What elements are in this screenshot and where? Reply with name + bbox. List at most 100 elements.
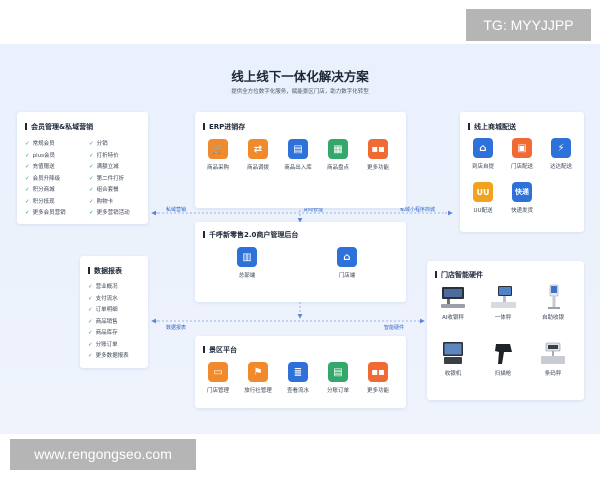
list-item-label: 组合套餐 — [96, 187, 119, 193]
report-card-title: 数据报表 — [88, 266, 122, 276]
hardware-label: AI收银秤 — [442, 315, 464, 321]
list-item-label: 购物卡 — [96, 198, 114, 205]
transfer-icon: ⇄ — [248, 139, 268, 159]
hardware-device[interactable]: 一体秤 — [482, 284, 524, 321]
list-item: ✓会员升降级 — [25, 174, 60, 182]
list-item-label: 支付流水 — [95, 295, 118, 302]
list-item-label: 分账订单 — [95, 341, 118, 348]
self-checkout-icon — [538, 284, 568, 310]
scenic-platform-card: 景区平台 ▭门店管理⚑旅行社管理≣查看流水▤分账订单▪▪更多功能 — [195, 336, 406, 408]
tile-more[interactable]: ▪▪ 更多功能 — [358, 139, 398, 171]
list-item: ✓购物卡 — [89, 197, 113, 205]
tile-label: 旅行社管理 — [244, 388, 272, 394]
list-item: ✓分销 — [89, 139, 108, 147]
hardware-device[interactable]: 收银机 — [432, 340, 474, 377]
pos-scale-icon — [488, 284, 518, 310]
tile-order[interactable]: ▤分账订单 — [318, 362, 358, 394]
tile-label: 更多功能 — [366, 165, 389, 171]
list-item-label: 会员升降级 — [32, 175, 61, 182]
inventory-icon: ▦ — [328, 139, 348, 159]
list-item: ✓积分商城 — [25, 185, 55, 193]
check-icon: ✓ — [88, 318, 93, 325]
list-item: ✓常规会员 — [25, 139, 55, 147]
tile-label: 商品采购 — [206, 165, 229, 171]
check-icon: ✓ — [88, 295, 93, 302]
check-icon: ✓ — [25, 141, 30, 147]
tile-warehouse[interactable]: ▤商品出入库 — [278, 139, 318, 171]
list-item-label: 更多营销活动 — [96, 210, 130, 216]
list-item: ✓组合套餐 — [89, 185, 119, 193]
list-item: ✓plus会员 — [25, 151, 55, 159]
tile-label: 达达配送 — [549, 164, 572, 170]
ai-scale-icon — [438, 284, 468, 310]
tile-transfer[interactable]: ⇄ 商品调拨 — [238, 139, 278, 171]
hardware-device[interactable]: 扫描枪 — [482, 340, 524, 377]
data-report-card: 数据报表 ✓营业概况✓支付流水✓订单明细✓商品销售✓商品库存✓分账订单✓更多数据… — [80, 256, 148, 368]
smart-hardware-card: 门店智能硬件 AI收银秤一体秤自助收银收银机扫描枪条码秤 — [427, 261, 584, 400]
list-item: ✓订单明细 — [88, 305, 118, 313]
tile-inventory[interactable]: ▦商品盘点 — [318, 139, 358, 171]
cash-register-icon — [438, 340, 468, 366]
list-item-label: 常规会员 — [32, 141, 55, 147]
tile-label: 商品调拨 — [246, 165, 269, 171]
tile-store-pickup[interactable]: ⌂到店自提 — [463, 138, 503, 170]
hardware-device[interactable]: 条码秤 — [532, 340, 574, 377]
more-icon: ▪▪ — [368, 362, 388, 382]
tile-label: 门店管理 — [206, 388, 229, 394]
tile-delivery-box[interactable]: ▣门店配送 — [502, 138, 542, 170]
check-icon: ✓ — [89, 175, 94, 182]
tile-label: 快递发货 — [510, 208, 533, 214]
hq-icon: ▥ — [237, 247, 257, 267]
check-icon: ✓ — [89, 210, 94, 216]
list-item: ✓第二件打折 — [89, 174, 124, 182]
erp-card: ERP进销存 🛒商品采购⇄商品调拨▤商品出入库▦商品盘点▪▪更多功能 — [195, 112, 406, 208]
tile-hq[interactable]: ▥ 总部端 — [227, 247, 267, 279]
list-item-label: 分销 — [96, 141, 108, 147]
tile-cart[interactable]: 🛒商品采购 — [198, 139, 238, 171]
express-icon: 快递 — [512, 182, 532, 202]
check-icon: ✓ — [25, 198, 30, 205]
list-item: ✓营业概况 — [88, 282, 118, 290]
list-item-label: 订单明细 — [95, 307, 118, 313]
tile-document[interactable]: ≣查看流水 — [278, 362, 318, 394]
hardware-label: 自助收银 — [541, 315, 564, 321]
delivery-box-icon: ▣ — [512, 138, 532, 158]
tile-express[interactable]: 快递快递发货 — [502, 182, 542, 214]
tile-label: 更多功能 — [366, 388, 389, 394]
dada-icon: ⚡ — [551, 138, 571, 158]
link-label-goods-manage: 货闻管理 — [303, 207, 324, 213]
check-icon: ✓ — [89, 141, 94, 147]
list-item: ✓商品销售 — [88, 317, 118, 325]
tile-more[interactable]: ▪▪ 更多功能 — [358, 362, 398, 394]
warehouse-icon: ▤ — [288, 139, 308, 159]
center-admin-card: 千呼新零售2.0商户管理后台 ▥总部端⌂门店端 — [195, 222, 406, 302]
list-item: ✓打折特价 — [89, 151, 119, 159]
list-item-label: 更多数据报表 — [95, 353, 129, 359]
tile-label: UU配送 — [473, 208, 493, 214]
tile-shop-manage[interactable]: ▭门店管理 — [198, 362, 238, 394]
check-icon: ✓ — [25, 152, 30, 159]
list-item: ✓充值赠送 — [25, 162, 55, 170]
list-item-label: 积分抵现 — [32, 198, 55, 205]
tile-store[interactable]: ⌂门店端 — [327, 247, 367, 279]
member-card-title: 会员管理&私域营销 — [25, 122, 93, 132]
check-icon: ✓ — [89, 152, 94, 159]
tile-dada[interactable]: ⚡ 达达配送 — [541, 138, 581, 170]
tile-label: 总部端 — [238, 273, 256, 279]
hardware-device[interactable]: 自助收银 — [532, 284, 574, 321]
check-icon: ✓ — [25, 175, 30, 182]
check-icon: ✓ — [88, 307, 93, 313]
tile-flag[interactable]: ⚑旅行社管理 — [238, 362, 278, 394]
tile-label: 到店自提 — [471, 164, 494, 170]
more-icon: ▪▪ — [368, 139, 388, 159]
check-icon: ✓ — [25, 164, 30, 170]
list-item: ✓更多会员营销 — [25, 208, 66, 216]
list-item-label: 更多会员营销 — [32, 210, 66, 216]
check-icon: ✓ — [88, 353, 93, 359]
document-icon: ≣ — [288, 362, 308, 382]
tile-label: 门店端 — [338, 273, 356, 279]
hardware-device[interactable]: AI收银秤 — [432, 284, 474, 321]
list-item: ✓更多数据报表 — [88, 351, 129, 359]
